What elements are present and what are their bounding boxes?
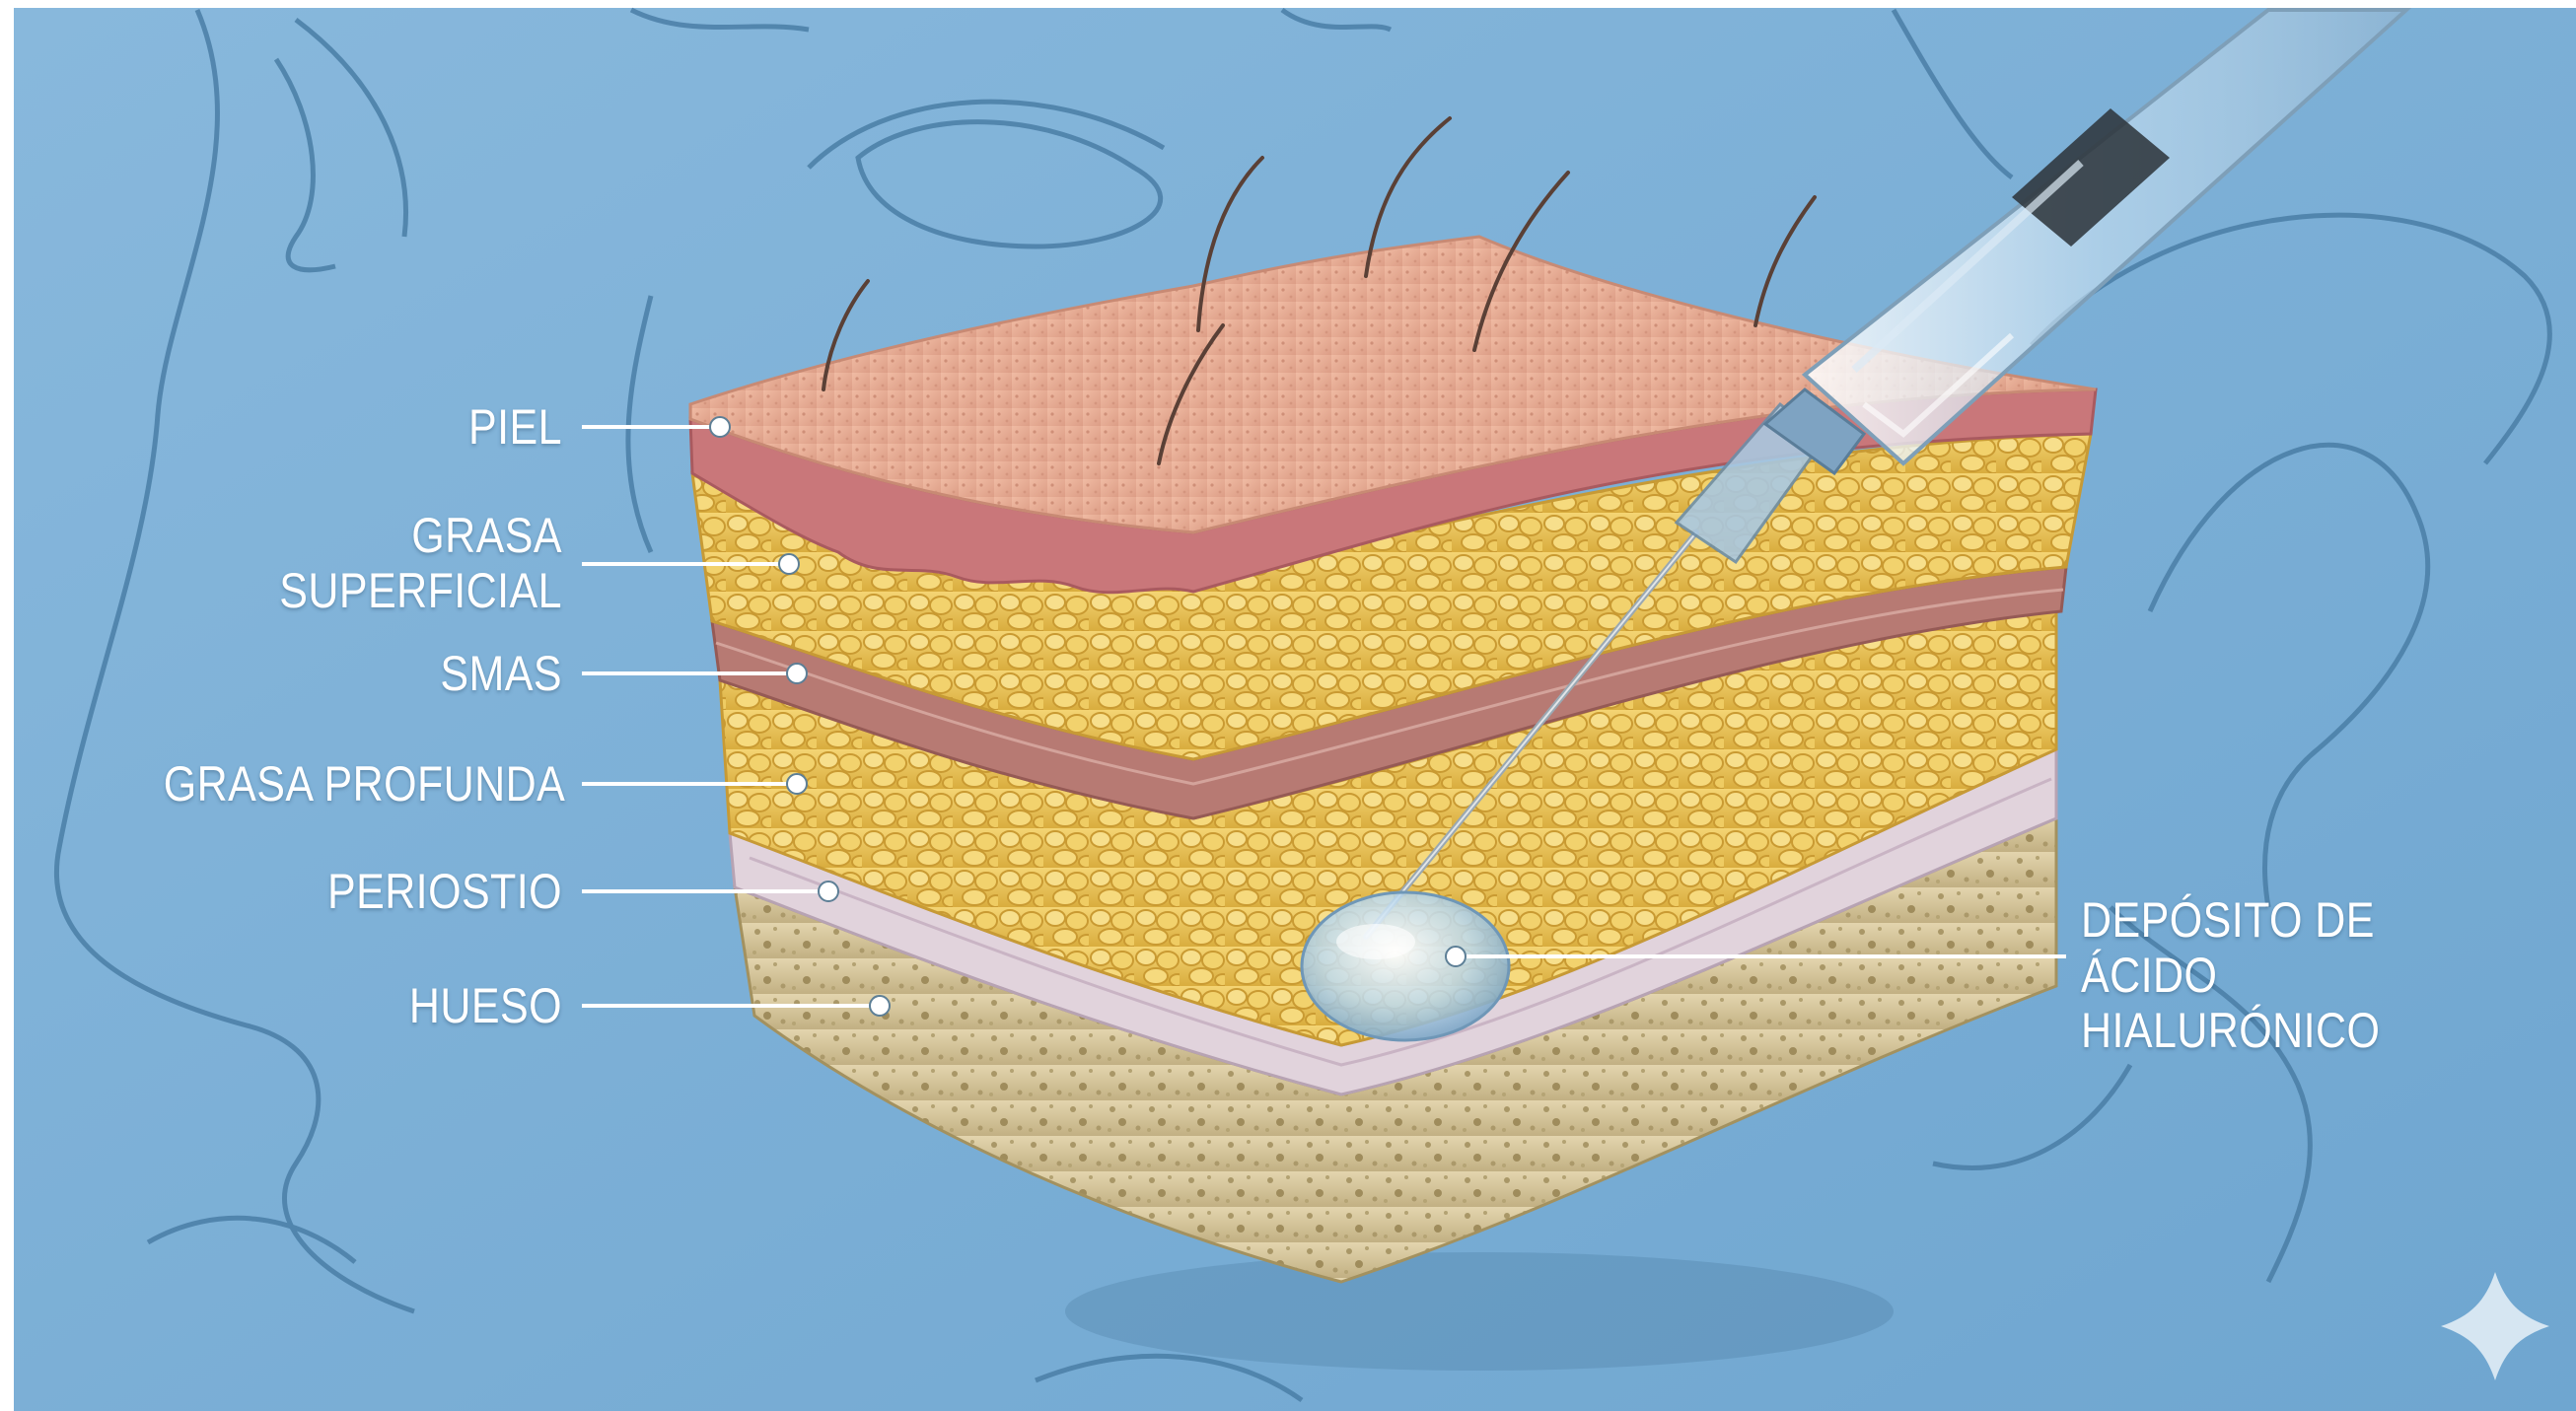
label-smas: SMAS bbox=[317, 646, 562, 701]
label-grasa-superficial: GRASA SUPERFICIAL bbox=[249, 508, 562, 618]
label-grasa-profunda: GRASA PROFUNDA bbox=[164, 756, 562, 811]
label-piel: PIEL bbox=[317, 399, 562, 455]
label-deposito-acido-hialuronico: DEPÓSITO DE ÁCIDO HIALURÓNICO bbox=[2081, 892, 2437, 1058]
hyaluronic-deposit bbox=[1302, 892, 1509, 1040]
label-hueso: HUESO bbox=[317, 978, 562, 1033]
label-periostio: PERIOSTIO bbox=[249, 864, 562, 919]
